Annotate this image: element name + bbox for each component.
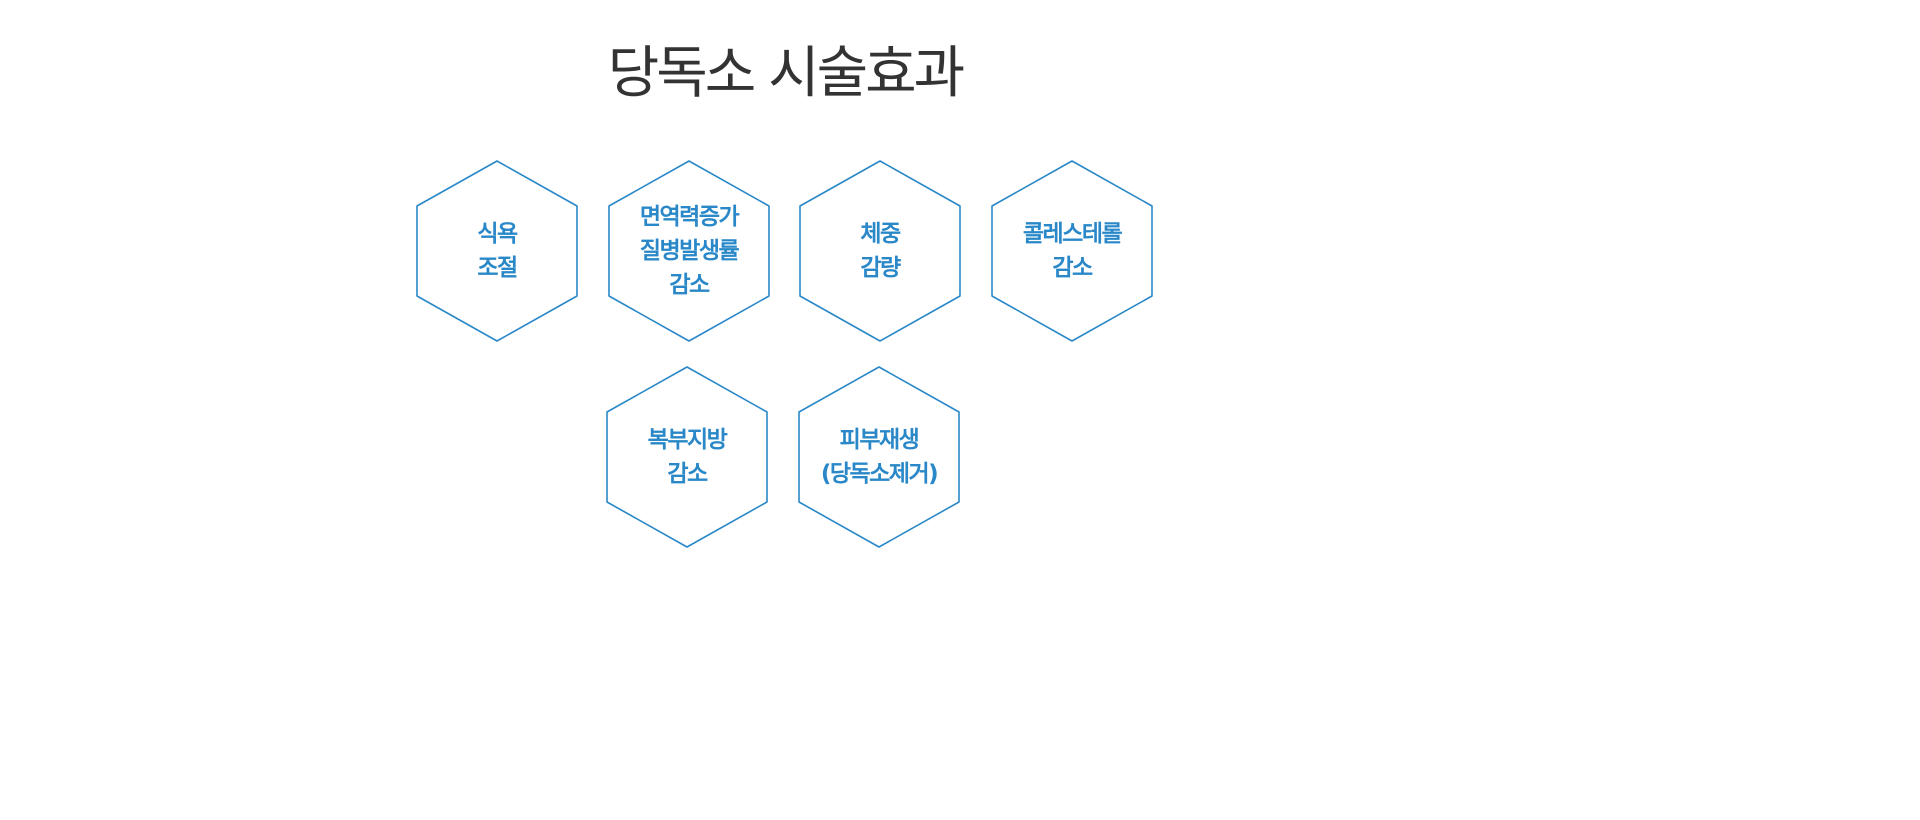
- effect-label-line: 체중: [860, 221, 901, 247]
- effect-label-line: 질병발생률: [639, 238, 740, 264]
- effect-hexagon-belly-fat: 복부지방 감소: [606, 366, 768, 548]
- effect-label: 피부재생 (당독소제거): [798, 366, 960, 548]
- effect-hexagon-appetite: 식욕 조절: [416, 160, 578, 342]
- effect-label: 식욕 조절: [416, 160, 578, 342]
- effect-label-line: 조절: [477, 255, 518, 281]
- effect-label-line: 감소: [667, 461, 708, 487]
- hexagon-outline: [606, 366, 768, 548]
- hexagon-outline: [799, 160, 961, 342]
- effect-hexagon-immunity: 면역력증가 질병발생률 감소: [608, 160, 770, 342]
- effect-label: 면역력증가 질병발생률 감소: [608, 160, 770, 342]
- effect-label: 복부지방 감소: [606, 366, 768, 548]
- effect-label-line: 감소: [669, 272, 710, 298]
- effect-label-line: 감소: [1052, 255, 1093, 281]
- effect-label: 콜레스테롤 감소: [991, 160, 1153, 342]
- effect-hexagon-skin-regeneration: 피부재생 (당독소제거): [798, 366, 960, 548]
- effect-label-line: 식욕: [477, 221, 518, 247]
- effect-hexagon-cholesterol: 콜레스테롤 감소: [991, 160, 1153, 342]
- effect-label-line: 면역력증가: [639, 204, 740, 230]
- effect-label-line: 복부지방: [647, 427, 728, 453]
- effect-hexagon-weight-loss: 체중 감량: [799, 160, 961, 342]
- hexagon-outline: [798, 366, 960, 548]
- page-title: 당독소 시술효과: [607, 41, 965, 106]
- effect-label-line: 콜레스테롤: [1022, 221, 1123, 247]
- hexagon-outline: [416, 160, 578, 342]
- effect-label-line: 감량: [860, 255, 901, 281]
- hexagon-outline: [991, 160, 1153, 342]
- hexagon-outline: [608, 160, 770, 342]
- effect-label-line: (당독소제거): [820, 461, 939, 487]
- effect-label-line: 피부재생: [839, 427, 920, 453]
- effect-label: 체중 감량: [799, 160, 961, 342]
